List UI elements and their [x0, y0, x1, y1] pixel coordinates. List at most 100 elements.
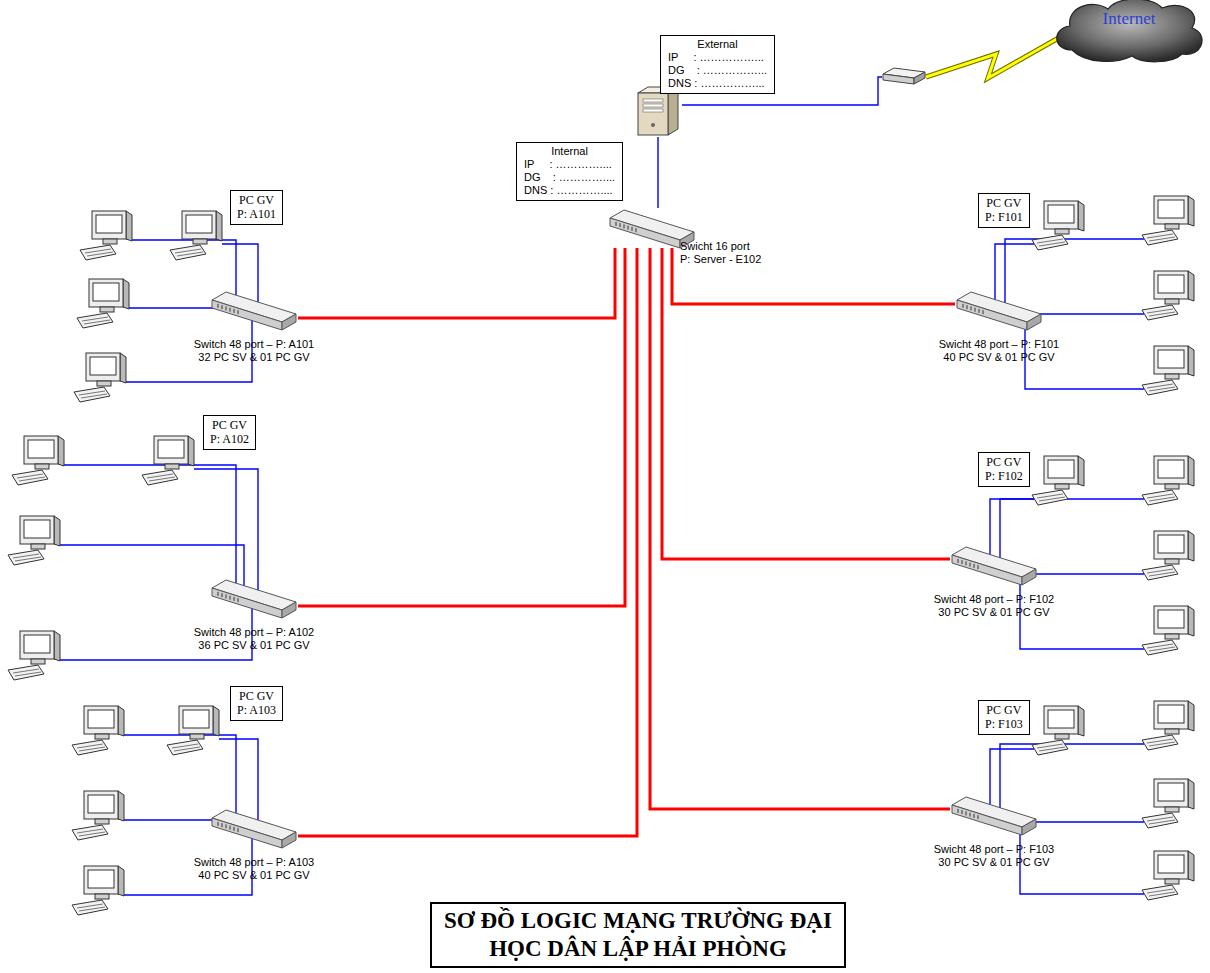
- switch-caption: Switch 48 port – P: A101: [194, 338, 314, 351]
- connector-line: [672, 248, 955, 304]
- pc-icon: [1142, 196, 1194, 245]
- trunk-cable: [298, 248, 637, 836]
- box-text: P: A102: [210, 432, 249, 446]
- room-switch: Switch 48 port – P: A10236 PC SV & 01 PC…: [210, 578, 298, 618]
- pc-icon: [170, 211, 222, 260]
- switch-label: Swicht 48 port – P: F10140 PC SV & 01 PC…: [939, 338, 1059, 364]
- box-text: DNS : …………....: [524, 184, 615, 197]
- wan-link: [926, 36, 1062, 78]
- switch-label: Switch 48 port – P: A10340 PC SV & 01 PC…: [194, 856, 314, 882]
- box-text: DG : ……………...: [668, 64, 767, 77]
- room-label: PC GVP: F103: [978, 700, 1030, 735]
- connector-line: [298, 248, 637, 836]
- switch-label: Swicht 48 port – P: F10330 PC SV & 01 PC…: [934, 843, 1054, 869]
- pc-icon: [12, 436, 64, 485]
- box-text: DG : …………....: [524, 171, 615, 184]
- switch-caption: 36 PC SV & 01 PC GV: [194, 639, 314, 652]
- box-text: External: [668, 38, 767, 51]
- lan-cable: [995, 244, 1034, 310]
- pc-icon: [8, 631, 60, 680]
- lan-cable: [658, 137, 659, 208]
- router-icon: [882, 66, 926, 88]
- core-switch: Swicht 16 portP: Server - E102: [608, 208, 696, 248]
- pc-icon: [1142, 271, 1194, 320]
- switch-caption: 30 PC SV & 01 PC GV: [934, 606, 1054, 619]
- cloud-label: Internet: [1103, 9, 1156, 28]
- room-switch-shape: [950, 545, 1038, 585]
- pc-icon: [1142, 346, 1194, 395]
- box-text: PC GV: [237, 689, 276, 703]
- switch-label: Swicht 16 portP: Server - E102: [680, 240, 761, 266]
- room-label: PC GVP: F101: [978, 193, 1030, 228]
- lan-cable: [990, 749, 1034, 815]
- cable-group: [60, 239, 1144, 895]
- switch-caption: 30 PC SV & 01 PC GV: [934, 856, 1054, 869]
- box-text: Internal: [524, 145, 615, 158]
- room-switch: Swicht 48 port – P: F10230 PC SV & 01 PC…: [950, 545, 1038, 585]
- pc-icon: [142, 436, 194, 485]
- switch-caption: P: Server - E102: [680, 253, 761, 266]
- address-box: InternalIP : …………....DG : …………....DNS : …: [516, 142, 623, 201]
- room-label: PC GVP: A103: [230, 686, 283, 721]
- room-label: PC GVP: A102: [203, 415, 256, 450]
- pc-icon: [1032, 456, 1084, 505]
- box-text: PC GV: [237, 193, 276, 207]
- switch-caption: Swicht 48 port – P: F102: [934, 593, 1054, 606]
- switch-caption: 40 PC SV & 01 PC GV: [939, 351, 1059, 364]
- box-text: PC GV: [210, 418, 249, 432]
- room-switch: Switch 48 port – P: A10340 PC SV & 01 PC…: [210, 808, 298, 848]
- title-box: SƠ ĐỒ LOGIC MẠNG TRƯỜNG ĐẠI HỌC DÂN LẬP …: [430, 902, 846, 968]
- bolt-outline: [926, 36, 1062, 78]
- switch-caption: Swicht 48 port – P: F103: [934, 843, 1054, 856]
- room-switch-shape: [950, 795, 1038, 835]
- switch-caption: Switch 48 port – P: A102: [194, 626, 314, 639]
- lan-cable: [194, 469, 258, 598]
- switch-label: Swicht 48 port – P: F10230 PC SV & 01 PC…: [934, 593, 1054, 619]
- box-text: P: F102: [985, 469, 1023, 483]
- trunk-cable: [298, 248, 625, 606]
- switch-caption: Switch 48 port – P: A103: [194, 856, 314, 869]
- connector-line: [657, 137, 658, 208]
- pc-icon: [1142, 779, 1194, 828]
- room-switch-shape: [210, 578, 298, 618]
- trunk-cable: [650, 248, 950, 809]
- lan-cable: [990, 499, 1034, 565]
- pc-icon: [1142, 456, 1194, 505]
- box-text: PC GV: [985, 703, 1023, 717]
- pc-icon: [72, 866, 124, 915]
- switch-caption: 40 PC SV & 01 PC GV: [194, 869, 314, 882]
- room-switch: Swicht 48 port – P: F10140 PC SV & 01 PC…: [955, 290, 1043, 330]
- address-box: ExternalIP : ……………...DG : ……………...DNS : …: [660, 35, 775, 94]
- lan-cable: [64, 465, 236, 598]
- switch-label: Switch 48 port – P: A10236 PC SV & 01 PC…: [194, 626, 314, 652]
- room-switch-shape: [955, 290, 1043, 330]
- box-text: IP : ……………...: [668, 51, 767, 64]
- box-text: PC GV: [985, 455, 1023, 469]
- room-label: PC GVP: F102: [978, 452, 1030, 487]
- pc-icon: [8, 516, 60, 565]
- box-text: IP : …………....: [524, 158, 615, 171]
- pc-icon: [80, 211, 132, 260]
- lan-cable: [1000, 499, 1144, 565]
- pc-icon: [1142, 701, 1194, 750]
- pc-icon: [1142, 606, 1194, 655]
- connector-line: [662, 248, 950, 559]
- pc-icon: [72, 706, 124, 755]
- room-switch-shape: [210, 290, 298, 330]
- pc-icon: [1142, 851, 1194, 900]
- lan-cable: [1000, 744, 1144, 815]
- box-text: P: F103: [985, 717, 1023, 731]
- trunk-cable: [662, 248, 950, 559]
- switch-label: Switch 48 port – P: A10132 PC SV & 01 PC…: [194, 338, 314, 364]
- pc-icon: [1142, 531, 1194, 580]
- pc-icon: [167, 706, 219, 755]
- connector-line: [650, 248, 950, 809]
- box-text: DNS : ……………...: [668, 77, 767, 90]
- connector-line: [298, 248, 625, 606]
- pc-icon: [74, 353, 126, 402]
- box-text: P: A103: [237, 703, 276, 717]
- router-icon-shape: [882, 66, 926, 88]
- trunk-cable: [672, 248, 955, 304]
- pc-icon: [1032, 201, 1084, 250]
